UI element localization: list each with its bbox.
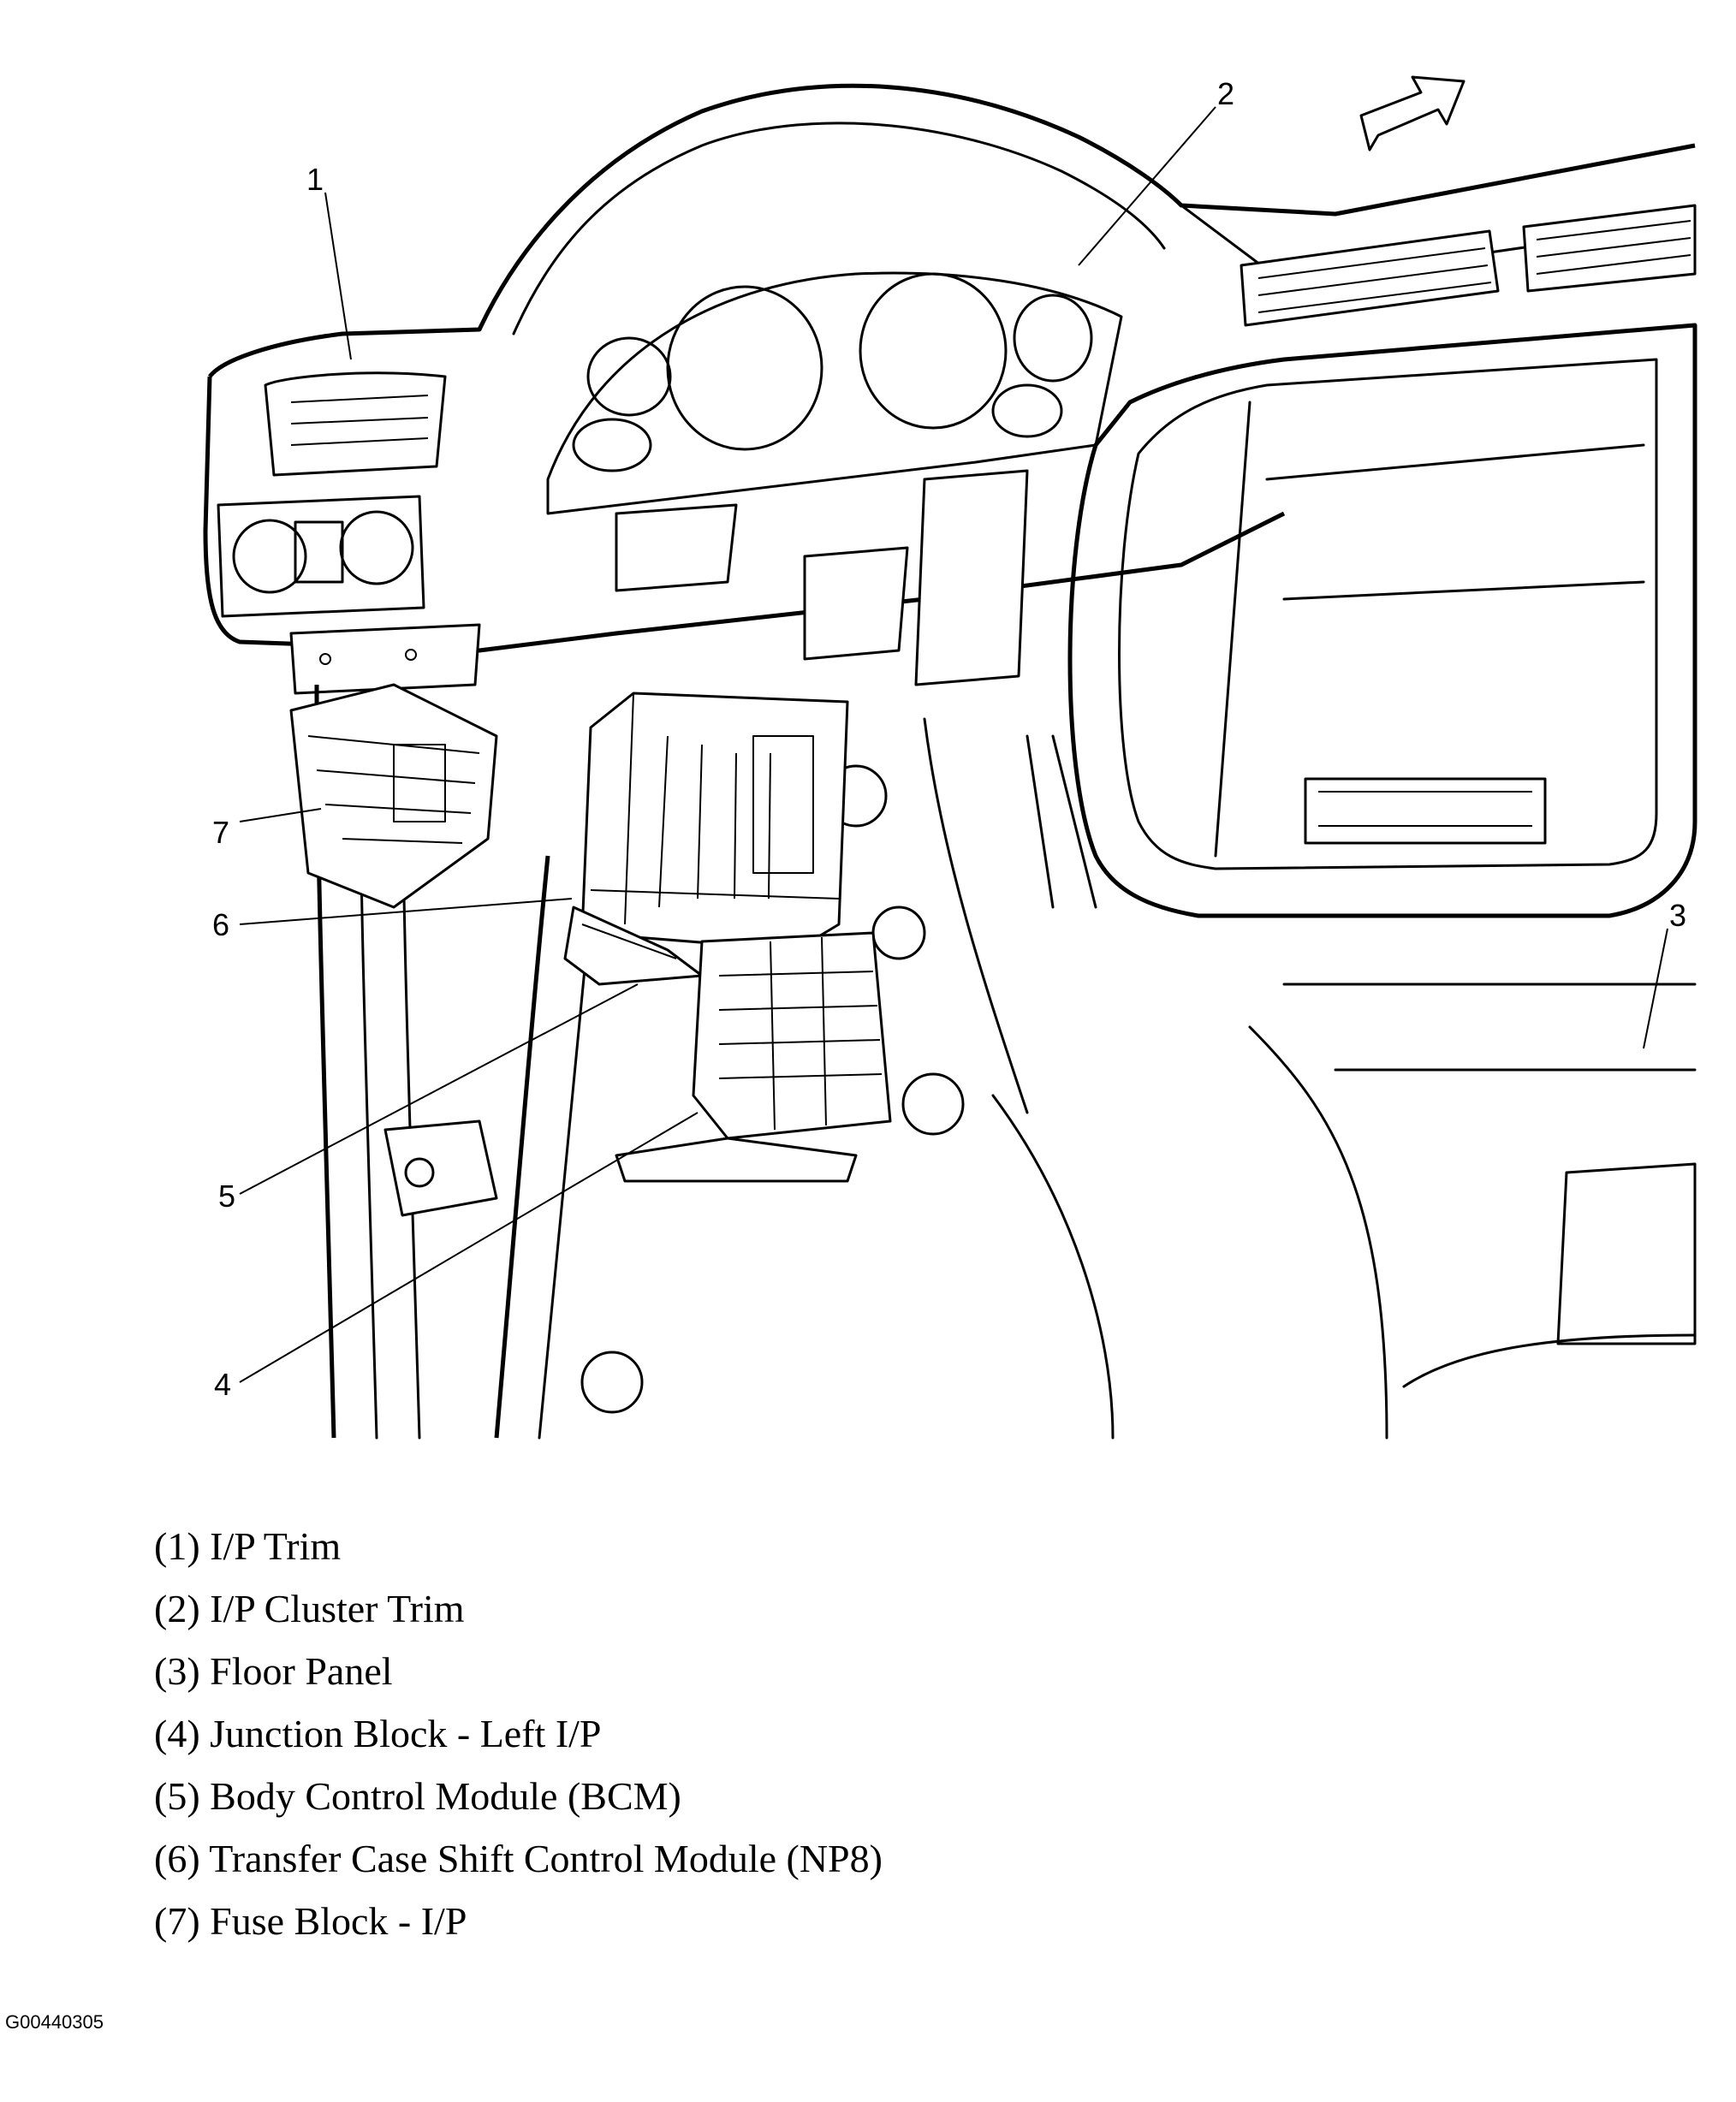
legend-item: (4) Junction Block - Left I/P	[154, 1712, 602, 1755]
legend-item: (5) Body Control Module (BCM)	[154, 1774, 681, 1818]
transfer-case-module	[580, 692, 849, 952]
callout-2: 2	[1217, 76, 1234, 111]
instrument-panel	[203, 83, 1697, 918]
callout-4: 4	[214, 1367, 231, 1402]
parts-legend: (1) I/P Trim (2) I/P Cluster Trim (3) Fl…	[154, 1515, 883, 1952]
callout-7: 7	[212, 815, 229, 850]
fuse-block	[289, 683, 498, 909]
callout-5: 5	[218, 1179, 235, 1214]
callout-3: 3	[1669, 898, 1686, 933]
legend-item: (6) Transfer Case Shift Control Module (…	[154, 1837, 883, 1880]
callout-6: 6	[212, 907, 229, 942]
legend-item: (2) I/P Cluster Trim	[154, 1587, 465, 1630]
junction-block	[615, 931, 892, 1183]
leader-lines	[239, 106, 1668, 1383]
legend-item: (3) Floor Panel	[154, 1649, 393, 1693]
direction-arrow-icon	[1359, 75, 1465, 151]
body-control-module	[563, 906, 704, 986]
legend-item: (1) I/P Trim	[154, 1524, 342, 1568]
callout-1: 1	[306, 162, 324, 197]
floor-panel	[314, 684, 1697, 1440]
callout-labels: 1 2 3 7 6 5 4	[212, 76, 1686, 1402]
legend-item: (7) Fuse Block - I/P	[154, 1899, 467, 1943]
dashboard-diagram: 1 2 3 7 6 5 4	[203, 75, 1697, 1440]
figure-id: G00440305	[5, 2011, 104, 2033]
